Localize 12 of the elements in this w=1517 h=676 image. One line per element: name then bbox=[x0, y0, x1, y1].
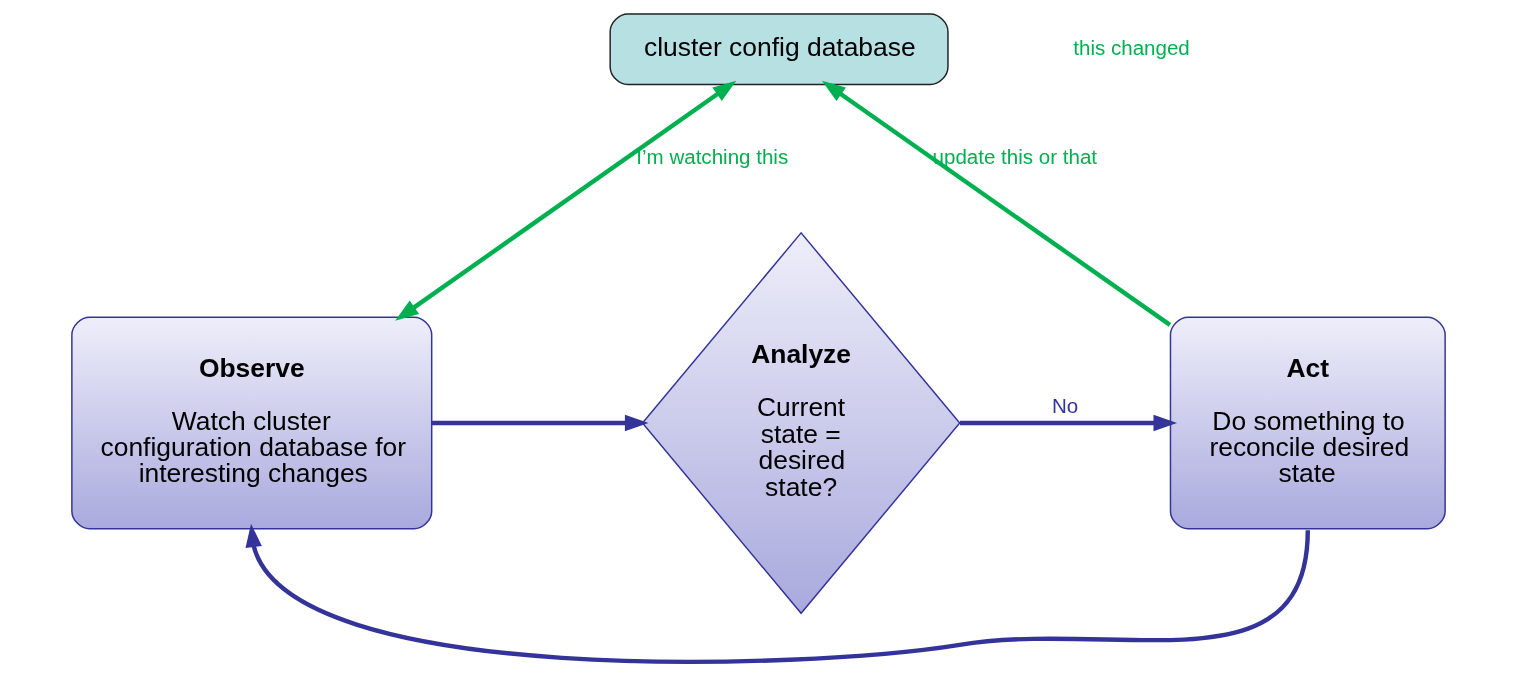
arrow bbox=[960, 414, 1178, 432]
edge-label: I’m watching this bbox=[636, 145, 789, 169]
node-diamond: Analyze Current state = desired state? bbox=[641, 231, 961, 615]
arrow bbox=[432, 414, 649, 432]
edge-label: No bbox=[1051, 394, 1079, 418]
node-box: cluster config database bbox=[609, 13, 949, 86]
label: this changed bbox=[1073, 35, 1190, 59]
node-box: Act Do something to reconcile desired state bbox=[1169, 316, 1446, 530]
arrow bbox=[245, 523, 1310, 664]
arrow bbox=[821, 80, 1172, 327]
arrow bbox=[395, 80, 737, 321]
node-box: Observe Watch cluster configuration database for interesting changes bbox=[71, 316, 433, 530]
